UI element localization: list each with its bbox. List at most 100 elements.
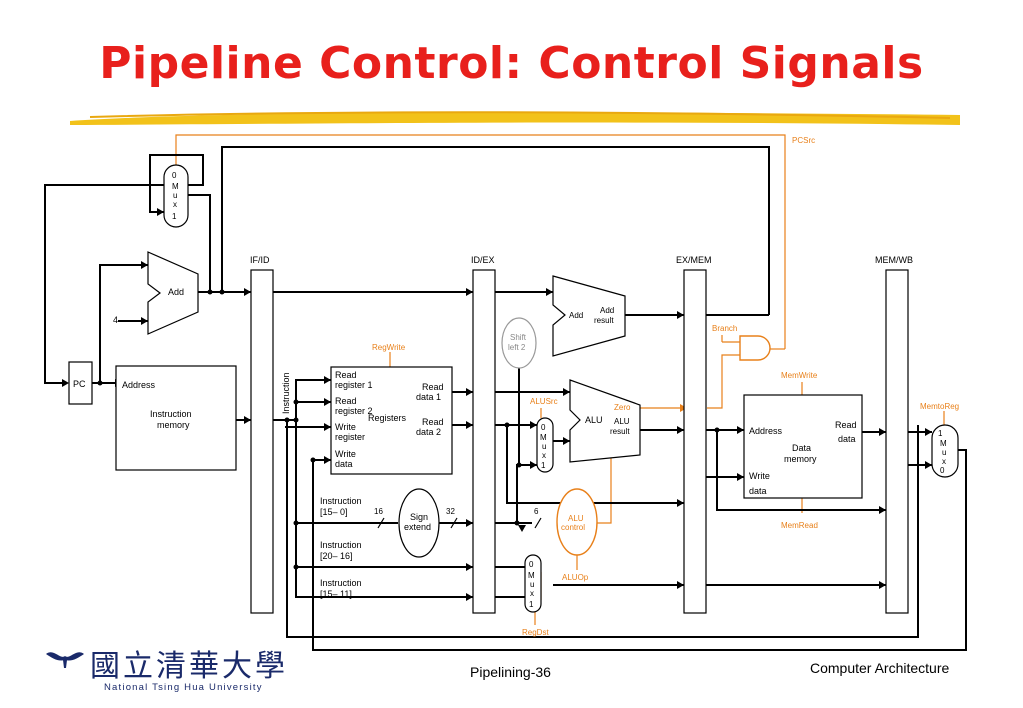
bus-width-marks [377,517,542,529]
svg-text:1: 1 [938,429,943,438]
svg-text:Sign: Sign [410,512,428,522]
pc-adder: Add [147,251,199,335]
regwrite-label: RegWrite [372,343,406,352]
title-underline [70,111,960,125]
svg-text:ALU: ALU [568,514,584,523]
sign-extend: Sign extend [398,488,440,558]
zero-label: Zero [614,403,631,412]
svg-text:0: 0 [940,466,945,475]
svg-text:result: result [610,427,630,436]
footer-course-name: Computer Architecture [810,660,950,676]
pc-mux: 0 M u x 1 [163,164,189,228]
const-four: 4 [113,315,118,325]
svg-text:u: u [542,442,546,451]
register-file: Read register 1 Read register 2 Write re… [330,366,453,475]
svg-text:Address: Address [749,426,783,436]
svg-text:ID/EX: ID/EX [471,255,495,265]
svg-text:Read: Read [422,417,444,427]
regdst-label: RegDst [522,628,549,637]
svg-text:data: data [838,434,856,444]
svg-text:Shift: Shift [510,333,527,342]
university-logo-icon [46,652,84,668]
memtoreg-label: MemtoReg [920,402,959,411]
svg-text:result: result [594,316,614,325]
svg-text:x: x [173,200,177,209]
branch-adder: Add Add result [552,275,626,357]
svg-text:Add: Add [600,306,614,315]
pipeline-register-ex-mem: EX/MEM [676,255,712,614]
svg-text:0: 0 [541,423,546,432]
alusrc-label: ALUSrc [530,397,558,406]
svg-text:Address: Address [122,380,156,390]
instruction-bus-label: Instruction [281,372,291,414]
svg-text:u: u [942,448,946,457]
svg-text:left 2: left 2 [508,343,526,352]
svg-text:M: M [172,182,179,191]
memtoreg-mux: 1 M u x 0 [931,424,959,478]
svg-text:ALU: ALU [614,417,630,426]
memwrite-label: MemWrite [781,371,818,380]
pcsrc-label: PCSrc [792,136,815,145]
svg-text:Instruction: Instruction [320,496,362,506]
svg-text:M: M [540,433,547,442]
pipeline-register-if-id: IF/ID [250,255,274,614]
svg-text:Write: Write [335,449,356,459]
svg-text:1: 1 [529,600,534,609]
svg-text:Registers: Registers [368,413,407,423]
svg-text:x: x [530,589,534,598]
alu-control: ALU control [556,488,598,556]
svg-text:[15– 0]: [15– 0] [320,507,348,517]
svg-text:Read: Read [335,396,357,406]
shift-left-2: Shift left 2 [501,317,537,369]
svg-text:memory: memory [784,454,817,464]
svg-text:M: M [940,439,947,448]
svg-text:Data: Data [792,443,811,453]
bus-width-32: 32 [446,507,455,516]
svg-text:0: 0 [172,171,177,180]
svg-text:Read: Read [835,420,857,430]
alu: ALU ALU result [569,379,641,463]
svg-text:[15– 11]: [15– 11] [320,589,352,599]
branch-and-gate [739,335,771,361]
svg-text:Instruction: Instruction [320,540,362,550]
memread-label: MemRead [781,521,818,530]
svg-text:data 2: data 2 [416,427,441,437]
university-name-en: National Tsing Hua University [104,682,263,693]
bus-width-6: 6 [534,507,539,516]
arrowheads [62,208,932,601]
svg-text:register 2: register 2 [335,406,373,416]
pc-register: PC [68,361,93,405]
instruction-field-labels: Instruction [15– 0] Instruction [20– 16]… [320,496,362,599]
svg-text:extend: extend [404,522,431,532]
svg-text:data: data [749,486,767,496]
regdst-mux: 0 M u x 1 [524,554,542,613]
svg-text:Add: Add [569,311,583,320]
svg-text:Write: Write [749,471,770,481]
svg-text:Instruction: Instruction [320,578,362,588]
svg-text:register 1: register 1 [335,380,373,390]
svg-text:memory: memory [157,420,190,430]
svg-text:Write: Write [335,422,356,432]
svg-text:1: 1 [172,212,177,221]
svg-text:M: M [528,571,535,580]
aluop-label: ALUOp [562,573,589,582]
svg-text:Read: Read [422,382,444,392]
footer-page-number: Pipelining-36 [470,664,551,680]
svg-text:IF/ID: IF/ID [250,255,270,265]
svg-text:data 1: data 1 [416,392,441,402]
svg-text:1: 1 [541,461,546,470]
svg-text:EX/MEM: EX/MEM [676,255,712,265]
svg-text:register: register [335,432,365,442]
pipeline-register-mem-wb: MEM/WB [875,255,913,614]
svg-text:PC: PC [73,379,86,389]
branch-label: Branch [712,324,737,333]
svg-text:u: u [530,580,534,589]
svg-text:u: u [173,191,177,200]
svg-text:0: 0 [529,560,534,569]
svg-text:x: x [942,457,946,466]
pipeline-register-id-ex: ID/EX [471,255,496,614]
instruction-memory: Address Instruction memory [115,365,237,471]
junction-dots [97,289,720,570]
svg-text:x: x [542,451,546,460]
